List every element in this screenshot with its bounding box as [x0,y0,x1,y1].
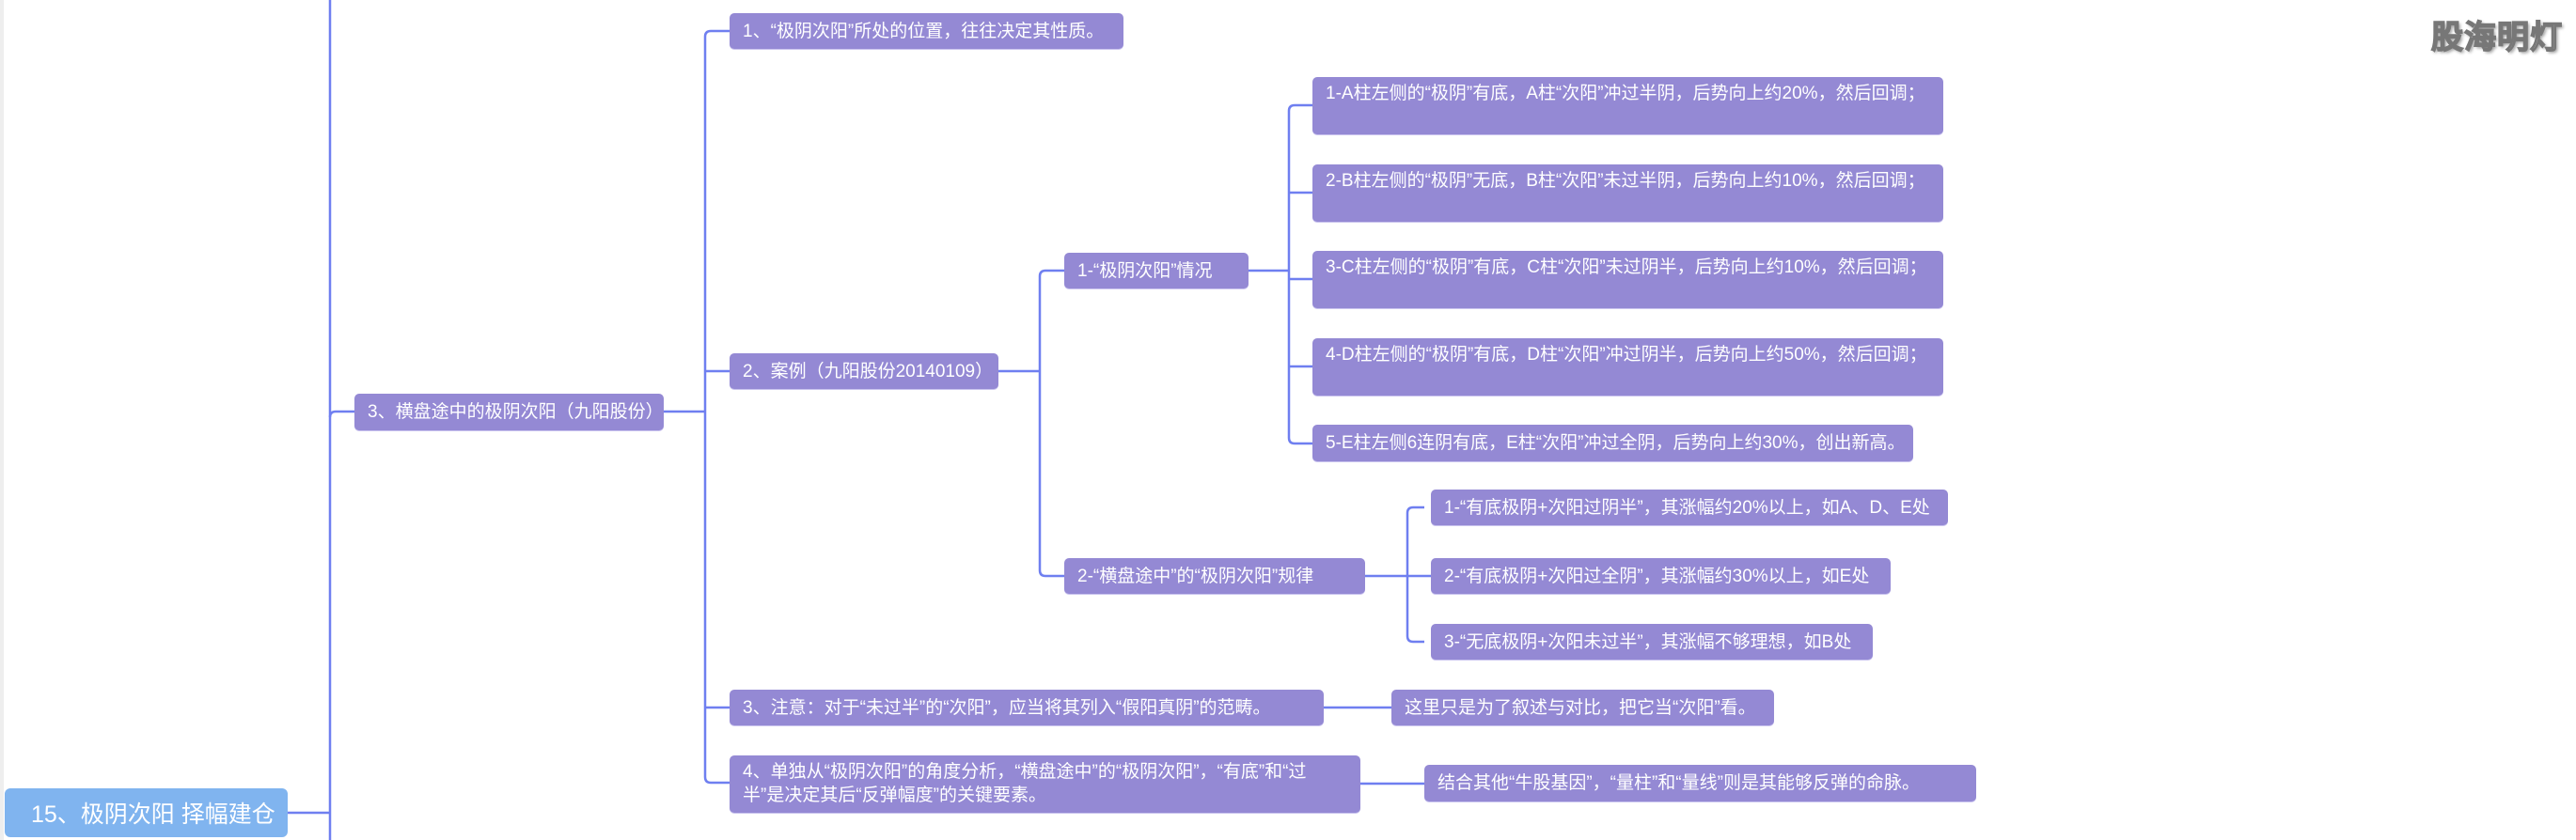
node-label: 结合其他“牛股基因”，“量柱”和“量线”则是其能够反弹的命脉。 [1437,773,1920,793]
situation-node[interactable]: 1-“极阴次阳”情况 [1064,253,1249,288]
node-label: 3、注意：对于“未过半”的“次阳”，应当将其列入“假阳真阴”的范畴。 [743,697,1271,718]
node-label: 5-E柱左侧6连阴有底，E柱“次阳”冲过全阴，后势向上约30%，创出新高。 [1326,433,1906,453]
situation-item-3[interactable]: 3-C柱左侧的“极阴”有底，C柱“次阳”未过阴半，后势向上约10%，然后回调； [1312,251,1943,308]
connector-children [703,29,730,785]
situation-item-1[interactable]: 1-A柱左侧的“极阴”有底，A柱“次阳”冲过半阴，后势向上约20%，然后回调； [1312,77,1943,134]
note4-node[interactable]: 结合其他“牛股基因”，“量柱”和“量线”则是其能够反弹的命脉。 [1424,765,1976,801]
watermark-logo: 股海明灯 [2430,19,2563,56]
node-label: 2-B柱左侧的“极阴”无底，B柱“次阳”未过半阴，后势向上约10%，然后回调； [1326,171,1925,191]
connector-root [288,0,332,840]
node-label: 1-“极阴次阳”情况 [1077,260,1213,281]
node-label: 2-“横盘途中”的“极阴次阳”规律 [1077,566,1314,586]
situation-item-4[interactable]: 4-D柱左侧的“极阴”有底，D柱“次阳”冲过阴半，后势向上约50%，然后回调； [1312,338,1943,396]
child-node-1[interactable]: 1、“极阴次阳”所处的位置，往往决定其性质。 [730,13,1123,49]
connector-rule [1365,506,1431,644]
node-label: 3-C柱左侧的“极阴”有底，C柱“次阳”未过阴半，后势向上约10%，然后回调； [1326,257,1927,277]
node-label: 3-“无底极阴+次阳未过半”，其涨幅不够理想，如B处 [1444,631,1852,652]
node-label: 1-“有底极阴+次阳过阴半”，其涨幅约20%以上，如A、D、E处 [1444,497,1930,518]
rule-item-1[interactable]: 1-“有底极阴+次阳过阴半”，其涨幅约20%以上，如A、D、E处 [1431,490,1948,525]
connector-situation [1249,103,1312,445]
left-scroll-edge [0,0,4,840]
root-label: 15、极阴次阳 择幅建仓 [31,801,275,828]
note3-node[interactable]: 这里只是为了叙述与对比，把它当“次阳”看。 [1391,690,1774,725]
child-node-4[interactable]: 4、单独从“极阴次阳”的角度分析，“横盘途中”的“极阴次阳”，“有底”和“过半”… [730,755,1360,813]
node-label: 2、案例（九阳股份20140109） [743,361,994,381]
rule-node[interactable]: 2-“横盘途中”的“极阴次阳”规律 [1064,558,1365,594]
node-label: 4-D柱左侧的“极阴”有底，D柱“次阳”冲过阴半，后势向上约50%，然后回调； [1326,345,1927,365]
node-label: 1、“极阴次阳”所处的位置，往往决定其性质。 [743,21,1105,41]
node-label: 1-A柱左侧的“极阴”有底，A柱“次阳”冲过半阴，后势向上约20%，然后回调； [1326,84,1925,103]
node-label: 4、单独从“极阴次阳”的角度分析，“横盘途中”的“极阴次阳”，“有底”和“过半”… [743,762,1307,805]
topic-node[interactable]: 3、横盘途中的极阴次阳（九阳股份） [354,394,664,430]
connector-case [998,269,1064,578]
node-label: 2-“有底极阴+次阳过全阴”，其涨幅约30%以上，如E处 [1444,566,1870,586]
root-node[interactable]: 15、极阴次阳 择幅建仓 [5,788,288,837]
rule-item-3[interactable]: 3-“无底极阴+次阳未过半”，其涨幅不够理想，如B处 [1431,624,1873,660]
situation-item-5[interactable]: 5-E柱左侧6连阴有底，E柱“次阳”冲过全阴，后势向上约30%，创出新高。 [1312,425,1913,461]
child-node-2[interactable]: 2、案例（九阳股份20140109） [730,353,998,389]
topic-label: 3、横盘途中的极阴次阳（九阳股份） [368,402,664,422]
situation-item-2[interactable]: 2-B柱左侧的“极阴”无底，B柱“次阳”未过半阴，后势向上约10%，然后回调； [1312,164,1943,222]
rule-item-2[interactable]: 2-“有底极阴+次阳过全阴”，其涨幅约30%以上，如E处 [1431,558,1891,594]
child-node-3[interactable]: 3、注意：对于“未过半”的“次阳”，应当将其列入“假阳真阴”的范畴。 [730,690,1324,725]
connector-topic [328,410,705,418]
node-label: 这里只是为了叙述与对比，把它当“次阳”看。 [1405,697,1756,718]
